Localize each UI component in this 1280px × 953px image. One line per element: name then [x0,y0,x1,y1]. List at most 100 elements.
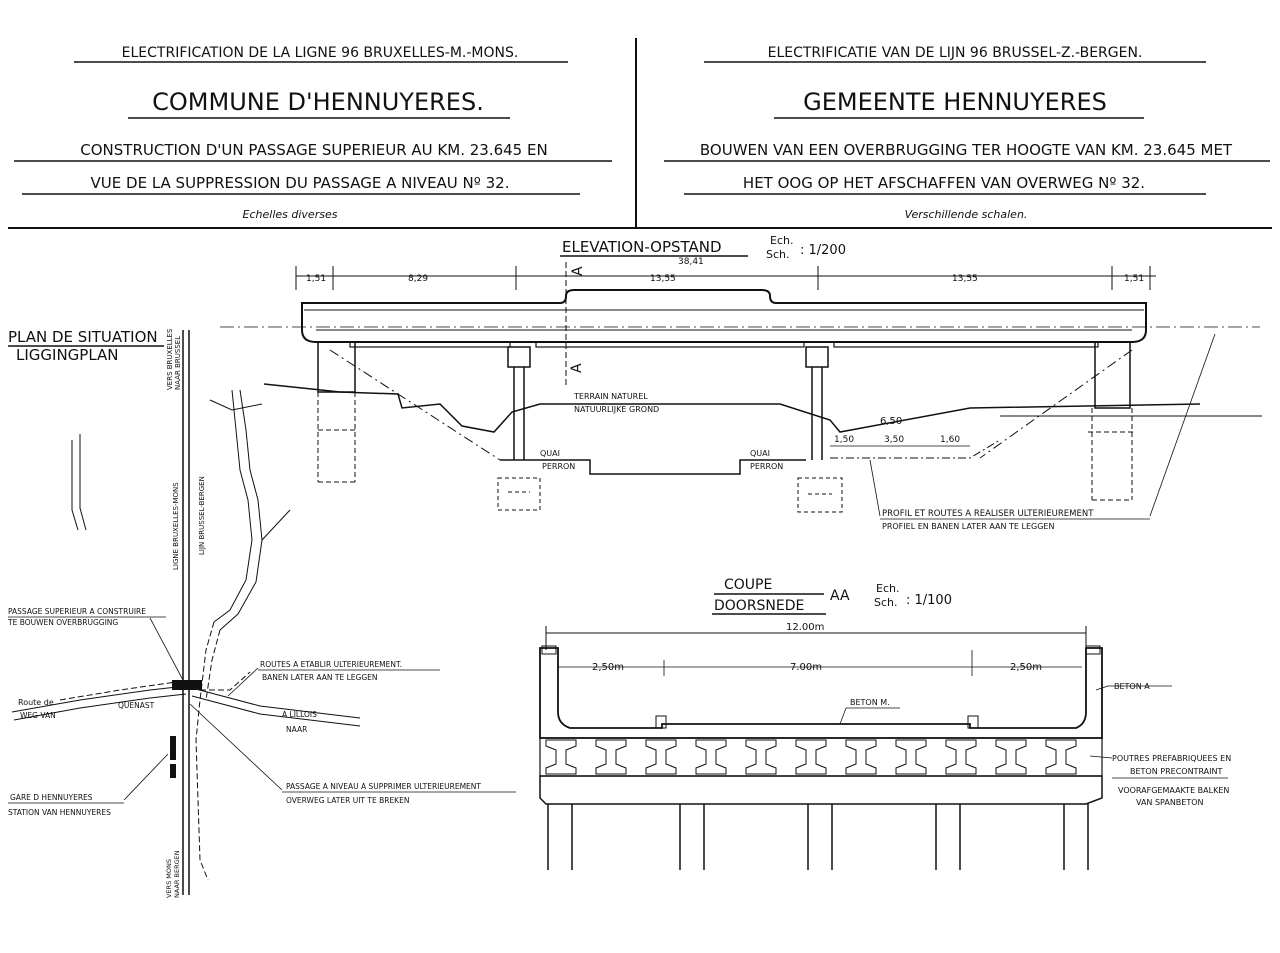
curb [967,715,979,729]
leader [1089,755,1113,759]
nl-title: GEMEENTE HENNUYERES [803,88,1107,116]
road [261,509,291,541]
naar-bergen: NAAR BERGEN [173,850,181,898]
beam-profiles [545,739,1077,775]
weg-van: WEG VAN [20,711,56,720]
routes-nl: BANEN LATER AAN TE LEGGEN [262,673,378,682]
plan-title-2: LIGGINGPLAN [16,346,119,364]
section-dim: 7.00m [790,662,822,673]
plan-title-1: PLAN DE SITUATION [8,328,158,346]
lijn-label: LIJN BRUSSEL-BERGEN [198,476,206,555]
gare-nl: STATION VAN HENNUYERES [8,808,111,817]
elevation-scale-value: : 1/200 [800,243,846,258]
leader [1149,333,1216,517]
pier-head [507,346,531,368]
abutment-right-foundation [1088,408,1136,501]
future-road [59,681,177,701]
beam-profile [945,739,977,775]
ligne-label: LIGNE BRUXELLES-MONS [172,482,180,570]
pile [807,804,833,870]
beam-row [539,737,1103,777]
girder [833,341,1099,348]
beam-profile [545,739,577,775]
quenast-road [13,693,187,721]
naar-label: NAAR [286,725,307,734]
leader [149,617,185,683]
beam-profile [1045,739,1077,775]
road-dim: 6,50 [880,416,902,427]
quenast-label: QUENAST [118,701,155,710]
beam-profile [895,739,927,775]
beam-profile [695,739,727,775]
natural-terrain [263,383,1201,433]
section-title-fr: COUPE [724,577,772,593]
lillois-road [191,687,361,719]
profile-fr: PROFIL ET ROUTES A REALISER ULTERIEUREME… [882,509,1094,519]
beam-profile [995,739,1027,775]
vers-bruxelles: VERS BRUXELLES [166,328,174,390]
section-mark-bottom: A [569,363,585,373]
fr-line1: ELECTRIFICATION DE LA LIGNE 96 BRUXELLES… [122,45,519,61]
passage-fr: PASSAGE SUPERIEUR A CONSTRUIRE [8,607,146,616]
profile-nl: PROFIEL EN BANEN LATER AAN TE LEGGEN [882,522,1054,531]
abutment-right [1094,341,1131,409]
pile [1063,804,1089,870]
abutment-left-foundation [317,392,356,483]
pan-fr: PASSAGE A NIVEAU A SUPPRIMER ULTERIEUREM… [286,782,481,791]
fr-scale: Echelles diverses [243,208,338,221]
slope-left [329,349,501,461]
road [219,389,263,631]
beam-profile [745,739,777,775]
section-mark: AA [830,588,850,604]
girder [349,341,511,348]
poutres-fr-2: BETON PRECONTRAINT [1130,767,1222,776]
naar-brussel: NAAR BRUSSEL [174,336,182,390]
cap-beam [539,775,1103,805]
pier-footing [497,477,541,511]
beam-profile [845,739,877,775]
quai-1: QUAI [540,449,560,458]
section-dim: 2,50m [592,662,624,673]
slope-right [979,349,1133,459]
poutres-nl-1: VOORAFGEMAAKTE BALKEN [1118,786,1229,795]
quai-2: QUAI [750,449,770,458]
elevation-view: ELEVATION-OPSTAND Ech. Sch. : 1/200 38,4… [220,234,1262,531]
future-road [205,629,221,701]
beton-m: BETON M. [850,698,890,707]
elevation-dim: 8,29 [408,274,428,284]
nl-line4: HET OOG OP HET AFSCHAFFEN VAN OVERWEG Nº… [743,174,1145,192]
future-road [195,621,215,881]
road [79,434,87,531]
station-building [170,736,176,760]
road-dim: 3,50 [884,435,904,445]
leader [123,753,169,801]
passage-nl: TE BOUWEN OVERBRUGGING [7,618,118,627]
situation-plan: PLAN DE SITUATION LIGGINGPLAN VERS BRUXE… [7,328,516,898]
future-road-profile [830,439,1001,459]
fr-line4: VUE DE LA SUPPRESSION DU PASSAGE A NIVEA… [91,174,510,192]
section-dim: 2,50m [1010,662,1042,673]
cross-section: COUPE DOORSNEDE AA Ech. Sch. : 1/100 12.… [539,577,1231,870]
bridge-symbol [172,680,202,690]
pile [935,804,961,870]
fr-title: COMMUNE D'HENNUYERES. [152,88,484,116]
leader [869,459,881,517]
fr-line3: CONSTRUCTION D'UN PASSAGE SUPERIEUR AU K… [80,141,547,159]
elevation-total-length: 38,41 [678,257,704,267]
elevation-dim: 13,55 [952,274,978,284]
pier-head [805,346,829,368]
section-scale-label-2: Sch. [874,596,898,609]
leader [227,667,259,697]
abutment-left [317,341,356,393]
pier-footing [797,477,843,513]
beam-profile [795,739,827,775]
parapet [1085,645,1101,655]
perron-2: PERRON [750,462,783,471]
road [209,399,263,411]
section-width: 12.00m [786,622,824,633]
station-building [170,764,176,778]
bridge-deck [301,289,1147,343]
road [213,389,253,623]
pan-nl: OVERWEG LATER UIT TE BREKEN [286,796,409,805]
